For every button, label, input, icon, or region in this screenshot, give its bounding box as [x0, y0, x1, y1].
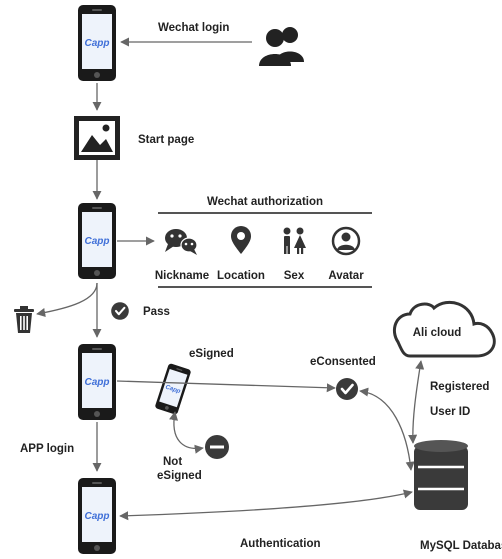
arrow-authentication [119, 489, 413, 521]
not-esigned-label-2: eSigned [157, 470, 202, 482]
phone-esign: Capp [78, 344, 116, 420]
arrow-econsent-database [359, 387, 415, 471]
nickname-label: Nickname [155, 270, 209, 282]
app-brand-label: Capp [85, 38, 110, 49]
phone-app-login: Capp [78, 478, 116, 554]
esigned-label: eSigned [189, 348, 234, 360]
wechat-login-label: Wechat login [158, 22, 229, 34]
mysql-database-label: MySQL Databas [420, 540, 502, 552]
phone-authorization: Capp [78, 203, 116, 279]
trash-icon [14, 306, 34, 333]
app-brand-label: Capp [85, 511, 110, 522]
phone-tilted-esigned: Capp [154, 362, 192, 416]
image-icon [74, 116, 120, 160]
app-brand-label: Capp [85, 377, 110, 388]
database-icon [414, 440, 468, 510]
location-pin-icon [231, 226, 251, 254]
sex-label: Sex [284, 270, 305, 282]
avatar-label: Avatar [328, 270, 364, 282]
not-esigned-label-1: Not [163, 456, 182, 468]
arrow-cloud-database [408, 360, 425, 444]
avatar-icon [331, 226, 361, 256]
chat-bubbles-icon [165, 229, 198, 255]
cloud-icon [393, 301, 496, 358]
app-brand-label: Capp [85, 236, 110, 247]
location-label: Location [217, 270, 265, 282]
pass-label: Pass [143, 306, 170, 318]
app-brand-label: Capp [164, 384, 181, 396]
start-page-label: Start page [138, 134, 194, 146]
authentication-label: Authentication [240, 538, 321, 550]
arrow-not-esigned [169, 411, 204, 454]
phone-wechat-login: Capp [78, 5, 116, 81]
econsented-check-icon [334, 376, 360, 402]
registered-label-2: User ID [430, 406, 470, 418]
pass-check-icon [110, 301, 130, 321]
users-icon [259, 27, 304, 66]
arrow-to-trash [36, 282, 98, 318]
ali-cloud-label: Ali cloud [413, 327, 462, 339]
arrow-to-econsented [116, 380, 336, 393]
minus-circle-icon [205, 435, 229, 459]
app-login-label: APP login [20, 443, 74, 455]
wechat-authorization-title: Wechat authorization [207, 196, 323, 208]
male-female-icon [283, 227, 306, 254]
registered-label-1: Registered [430, 381, 489, 393]
econsented-label: eConsented [310, 356, 376, 368]
